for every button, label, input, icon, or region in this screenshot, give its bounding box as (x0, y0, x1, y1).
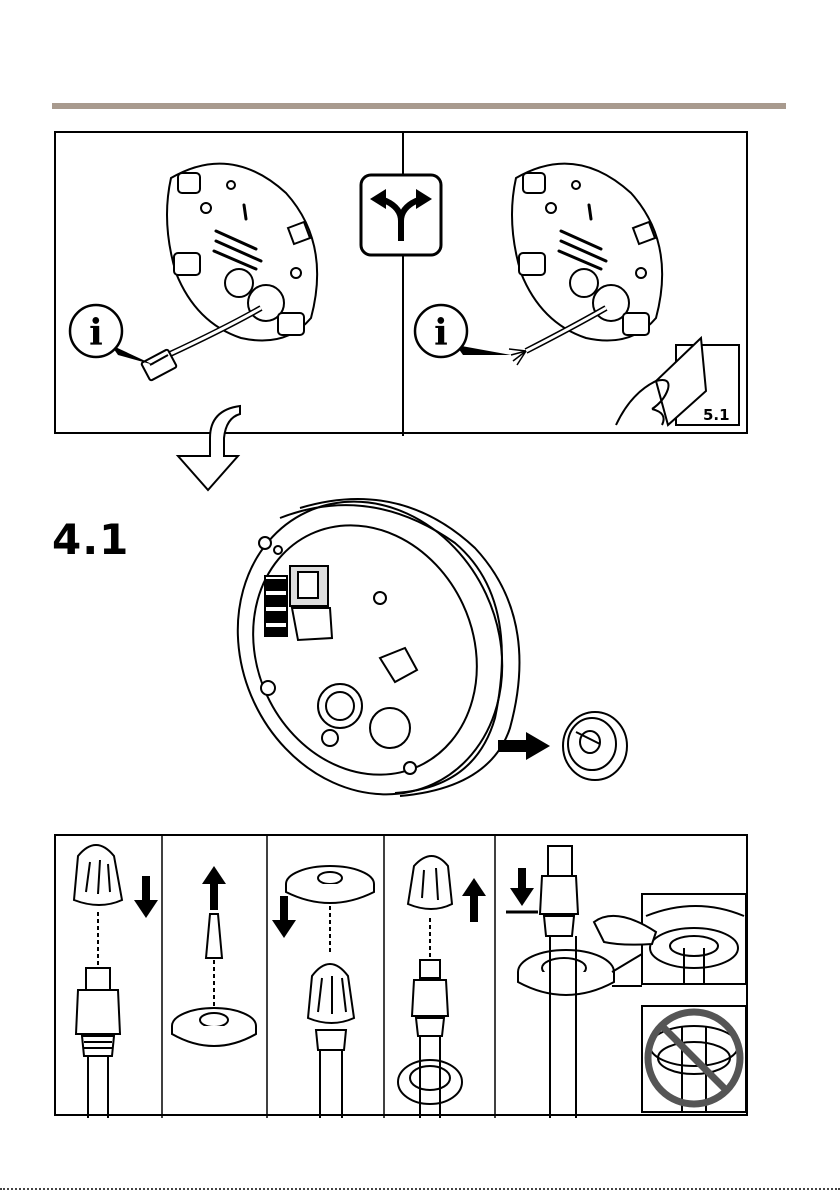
header-rule (52, 103, 786, 109)
rj45-cable-left (141, 308, 261, 381)
cable-assembly-illustration (56, 836, 750, 1118)
up-arrow-icon-2 (202, 866, 226, 910)
up-arrow-icon-4 (462, 878, 486, 922)
step-number: 4.1 (52, 515, 129, 564)
down-arrow-icon-5 (506, 868, 538, 912)
cable-option-panel: i (54, 131, 748, 434)
info-icon-left (70, 305, 154, 365)
assembly-step-5 (518, 846, 614, 1118)
step-reference-label: 5.1 (703, 406, 730, 424)
assembly-step-4 (398, 856, 462, 1118)
cable-assembly-panel (54, 834, 748, 1116)
assembly-step-3 (286, 866, 374, 1118)
mount-plate-right: i (415, 164, 662, 365)
info-icon-right (415, 305, 511, 357)
info-icon-left-glyph: i (89, 312, 103, 354)
down-arrow-icon-3 (272, 896, 296, 938)
assembly-step-1 (74, 845, 122, 1118)
assembly-step-2 (172, 914, 256, 1046)
junction-box-illustration (220, 488, 640, 808)
info-icon-right-glyph: i (434, 312, 448, 354)
detail-correct-view (594, 894, 746, 986)
cable-grommet (563, 712, 627, 780)
cable-option-illustration: i (56, 133, 750, 436)
down-arrow-icon-1 (134, 876, 158, 918)
page-footer-rule (0, 1188, 840, 1190)
hollow-down-arrow (170, 398, 290, 498)
split-arrow-icon (361, 175, 441, 255)
